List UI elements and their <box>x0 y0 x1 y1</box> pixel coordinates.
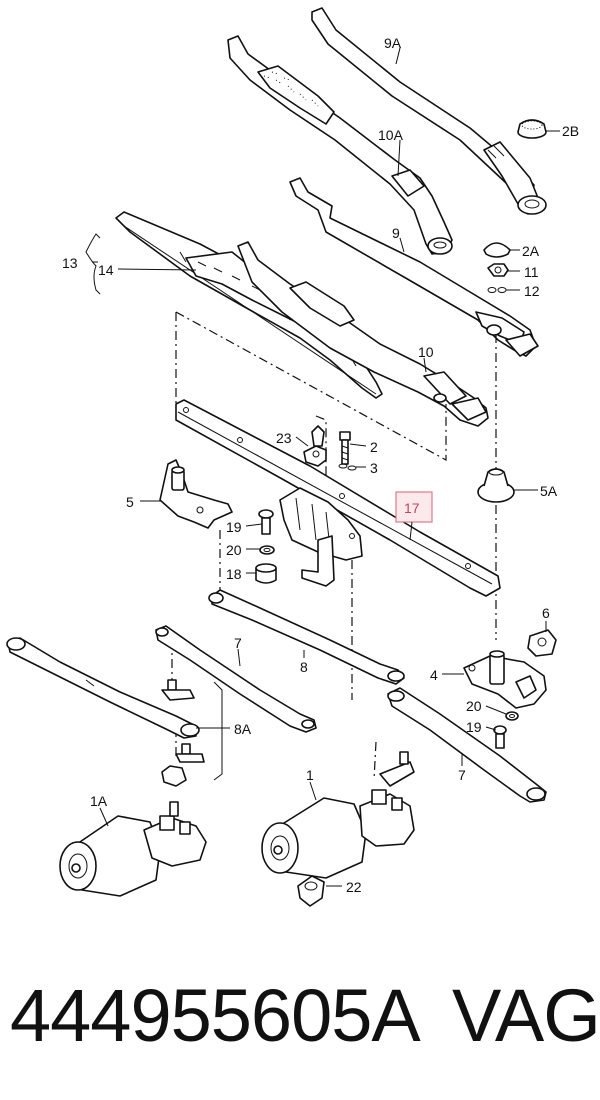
wiper-linkage-exploded-diagram: 9A 2B 10A 9 2A 11 12 13 14 10 23 2 3 5 5… <box>6 7 579 907</box>
label-3: 3 <box>370 460 378 476</box>
bush-18[interactable] <box>255 563 277 584</box>
label-19-right: 19 <box>466 719 482 735</box>
callout-labels: 9A 2B 10A 9 2A 11 12 13 14 10 23 2 3 5 5… <box>62 35 579 895</box>
link-rod-7-lower[interactable] <box>387 687 547 803</box>
label-17: 17 <box>404 500 420 516</box>
label-9: 9 <box>392 225 400 241</box>
bracket-8A <box>213 681 223 781</box>
label-22: 22 <box>346 879 362 895</box>
wiper-frame-17[interactable] <box>175 399 501 597</box>
label-9A: 9A <box>384 35 402 51</box>
label-5A: 5A <box>540 483 558 499</box>
label-1: 1 <box>306 767 314 783</box>
label-8: 8 <box>300 659 308 675</box>
clip-23[interactable] <box>303 425 327 467</box>
wiper-arm-9A[interactable] <box>311 7 547 215</box>
label-2B: 2B <box>562 123 579 139</box>
wiper-linkage-rod-9[interactable] <box>289 177 539 357</box>
wiper-arm-10A[interactable] <box>227 35 453 255</box>
label-23: 23 <box>276 430 292 446</box>
washer-12[interactable] <box>487 287 507 293</box>
label-2A: 2A <box>522 243 540 259</box>
label-7-lower: 7 <box>458 767 466 783</box>
wiper-motor-1[interactable] <box>261 751 415 879</box>
label-10: 10 <box>418 344 434 360</box>
bolt-2[interactable] <box>339 431 351 465</box>
grommet-5A[interactable] <box>477 468 515 503</box>
bracket-13 <box>85 233 101 295</box>
ball-joint-8A[interactable] <box>161 679 205 787</box>
label-19-left: 19 <box>226 519 242 535</box>
label-2: 2 <box>370 439 378 455</box>
washer-20-right[interactable] <box>505 711 519 721</box>
cap-2A[interactable] <box>483 242 511 258</box>
pivot-bearing-5[interactable] <box>159 459 233 529</box>
bush-6[interactable] <box>527 629 557 657</box>
link-rod-long-left[interactable] <box>6 637 200 739</box>
reference-line <box>315 415 327 480</box>
wiper-motor-1A[interactable] <box>59 801 207 897</box>
label-14: 14 <box>98 262 114 278</box>
link-rod-8[interactable] <box>208 589 405 685</box>
label-5: 5 <box>126 494 134 510</box>
label-18: 18 <box>226 566 242 582</box>
label-12: 12 <box>524 283 540 299</box>
reference-line <box>373 741 377 781</box>
label-13: 13 <box>62 255 78 271</box>
leader-lines <box>99 47 560 887</box>
washer-3[interactable] <box>338 463 357 471</box>
nut-22[interactable] <box>297 875 325 907</box>
highlight-box <box>395 491 433 523</box>
pivot-bearing-4[interactable] <box>463 650 547 709</box>
wiper-arm-10[interactable] <box>237 241 489 427</box>
label-1A: 1A <box>90 793 108 809</box>
brand-name: VAG <box>452 974 600 1057</box>
part-number: 444955605A <box>10 974 421 1057</box>
label-20-left: 20 <box>226 542 242 558</box>
label-4: 4 <box>430 667 438 683</box>
bolt-19-right[interactable] <box>493 725 507 749</box>
label-7-upper: 7 <box>234 635 242 651</box>
washer-20-left[interactable] <box>259 545 275 555</box>
cap-2B[interactable] <box>517 119 547 139</box>
label-11: 11 <box>524 264 539 280</box>
reference-line <box>175 311 447 462</box>
bolt-19-left[interactable] <box>258 509 274 535</box>
nut-11[interactable] <box>487 263 509 277</box>
label-10A: 10A <box>378 127 404 143</box>
label-6: 6 <box>542 605 550 621</box>
label-8A: 8A <box>234 721 252 737</box>
label-20-right: 20 <box>466 698 482 714</box>
link-rod-7-upper[interactable] <box>155 625 317 733</box>
